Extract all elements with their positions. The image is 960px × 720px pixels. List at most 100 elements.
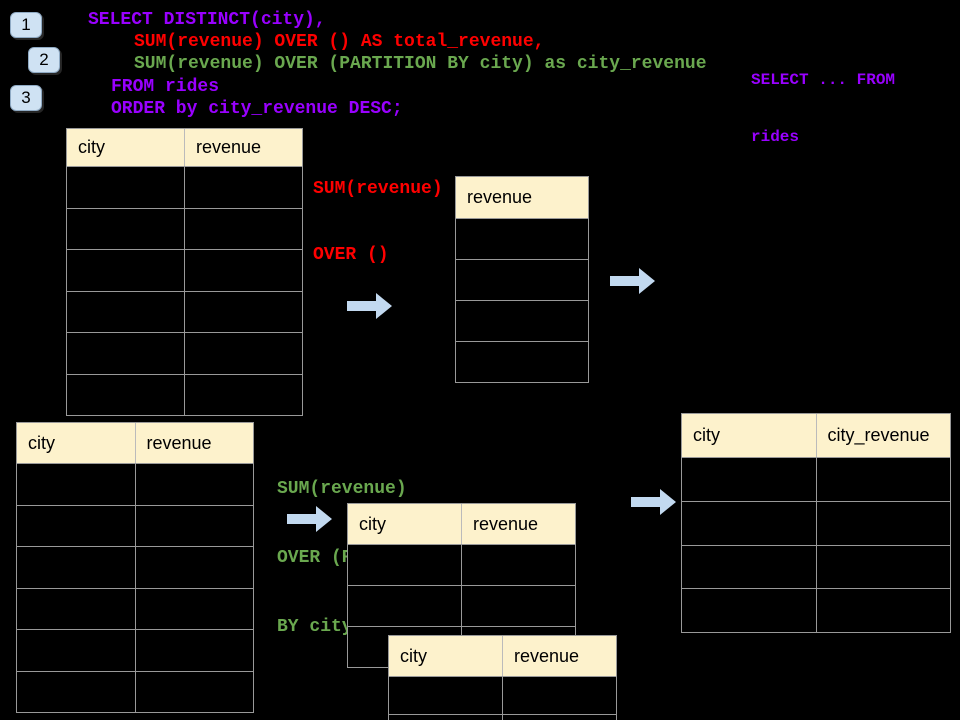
- table-row: [682, 501, 951, 546]
- table-cell: [17, 588, 136, 629]
- table-cell: [503, 677, 616, 714]
- table-cell: [682, 589, 817, 632]
- table-row: [456, 219, 588, 260]
- step-badge-1: 1: [10, 12, 42, 38]
- table-cell: [456, 301, 588, 341]
- annotation-total-revenue: SUM(revenue) OVER (): [313, 134, 443, 310]
- table-row: [348, 545, 575, 586]
- table-cell: [389, 677, 503, 714]
- table-cell: [817, 589, 951, 632]
- table-row: [67, 333, 302, 375]
- table-body: [456, 219, 588, 382]
- table-body: [389, 677, 616, 720]
- table-cell: [67, 208, 185, 249]
- table-cell: [136, 506, 254, 547]
- table-cell: [682, 501, 817, 545]
- annotation-line: SUM(revenue): [277, 479, 407, 499]
- table-cell: [17, 547, 136, 588]
- arrow-right-icon: [347, 293, 392, 319]
- table-header-row: city revenue: [389, 636, 616, 677]
- column-header: revenue: [473, 513, 539, 534]
- table-cell: [456, 260, 588, 300]
- table-header-row: city city_revenue: [682, 414, 950, 458]
- table-cell: [682, 545, 817, 589]
- table-cell: [136, 672, 254, 713]
- table-cell: [136, 547, 254, 588]
- column-header: city: [389, 636, 503, 676]
- side-note-line: SELECT ... FROM: [751, 71, 896, 89]
- sql-line-partition: SUM(revenue) OVER (PARTITION BY city) as…: [134, 54, 707, 74]
- table-cell: [185, 250, 302, 291]
- column-header: revenue: [467, 187, 533, 207]
- total-revenue-result-table: revenue: [455, 176, 589, 383]
- city-revenue-result-table: city city_revenue: [681, 413, 951, 633]
- table-body: [67, 167, 302, 415]
- table-row: [456, 301, 588, 342]
- table-cell: [67, 374, 185, 415]
- table-cell: [185, 209, 302, 250]
- column-header: city: [682, 414, 817, 457]
- table-cell: [185, 292, 302, 333]
- table-row: [389, 714, 616, 720]
- arrow-right-icon: [610, 268, 655, 294]
- table-cell: [456, 219, 588, 259]
- table-body: [17, 464, 253, 712]
- column-header: city: [67, 129, 185, 166]
- table-row: [348, 586, 575, 627]
- column-header: city_revenue: [827, 425, 930, 445]
- annotation-line: SUM(revenue): [313, 179, 443, 199]
- table-cell: [136, 589, 254, 630]
- table-cell: [17, 630, 136, 671]
- table-cell: [348, 545, 462, 585]
- table-cell: [462, 586, 575, 626]
- table-cell: [817, 458, 951, 501]
- sql-line-from: FROM rides: [111, 77, 220, 97]
- step-badge-3: 3: [10, 85, 42, 111]
- table-cell: [682, 458, 817, 501]
- table-cell: [17, 505, 136, 546]
- step-badge-2: 2: [28, 47, 60, 73]
- table-cell: [389, 714, 503, 720]
- table-row: [17, 505, 254, 547]
- arrow-right-icon: [287, 506, 332, 532]
- table-row: [17, 464, 253, 506]
- table-cell: [67, 333, 185, 374]
- side-note-line: rides: [751, 128, 800, 146]
- column-header: city: [348, 504, 462, 544]
- sql-line-order-by: ORDER by city_revenue DESC;: [111, 99, 403, 119]
- partition-group-table-front: city revenue: [388, 635, 617, 720]
- table-row: [67, 374, 302, 416]
- table-cell: [67, 291, 185, 332]
- sql-line-select: SELECT DISTINCT(city),: [88, 10, 326, 30]
- table-cell: [136, 630, 254, 671]
- table-row: [682, 545, 951, 590]
- table-cell: [817, 546, 951, 589]
- table-row: [17, 547, 253, 589]
- table-cell: [462, 545, 575, 585]
- table-row: [67, 291, 302, 333]
- table-row: [17, 588, 254, 630]
- table-cell: [503, 715, 616, 720]
- table-row: [456, 342, 588, 382]
- table-cell: [185, 167, 302, 208]
- annotation-line: OVER (): [313, 245, 389, 265]
- table-row: [682, 458, 950, 502]
- column-header: revenue: [514, 645, 580, 666]
- table-cell: [67, 167, 185, 208]
- table-cell: [348, 586, 462, 626]
- table-header-row: city revenue: [348, 504, 575, 545]
- table-cell: [136, 464, 254, 505]
- table-cell: [17, 464, 136, 505]
- table-cell: [817, 502, 951, 545]
- column-header: revenue: [146, 432, 212, 453]
- side-note-select-from-rides: SELECT ... FROM rides: [751, 33, 895, 185]
- table-body: [682, 458, 950, 632]
- table-row: [682, 589, 950, 632]
- table-cell: [185, 375, 302, 416]
- sql-line-total-revenue: SUM(revenue) OVER () AS total_revenue,: [134, 32, 545, 52]
